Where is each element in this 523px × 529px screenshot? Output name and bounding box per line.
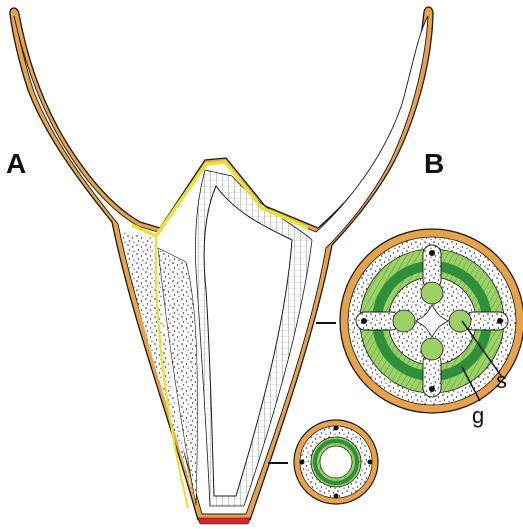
- part-label-s: s: [496, 370, 507, 392]
- lower-central-cavity: [320, 446, 352, 478]
- part-label-g: g: [472, 405, 484, 427]
- basal-cap: [198, 518, 250, 524]
- panel-label-b: B: [424, 150, 444, 178]
- lower-cross-section: [294, 420, 378, 504]
- panel-label-a: A: [6, 150, 26, 178]
